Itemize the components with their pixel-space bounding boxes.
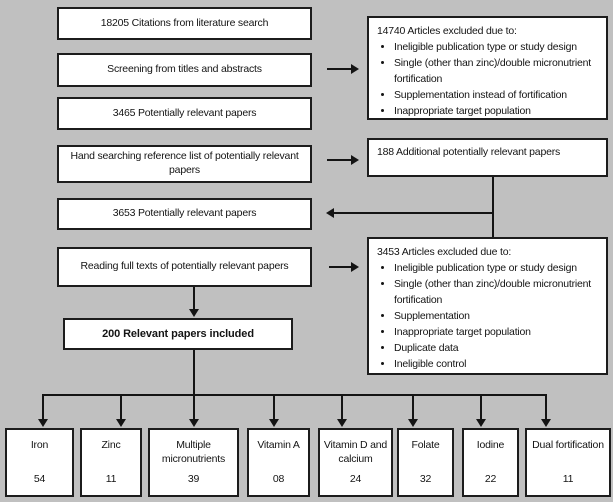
exclusion-first-title: 14740 Articles excluded due to: bbox=[377, 25, 517, 37]
category-box-zinc: Zinc 11 bbox=[80, 428, 142, 497]
exclusion-item: Single (other than zinc)/double micronut… bbox=[394, 276, 602, 308]
category-label: Iron bbox=[30, 439, 49, 451]
category-label: Vitamin A bbox=[257, 439, 300, 451]
step-label-full-text: Reading full texts of potentially releva… bbox=[80, 260, 289, 273]
category-label: Iodine bbox=[476, 439, 505, 451]
arrow-fulltext-to-included-head bbox=[189, 309, 199, 317]
category-box-folate: Folate 32 bbox=[397, 428, 454, 497]
step-label-hand-search: Hand searching reference list of potenti… bbox=[70, 150, 299, 176]
arrow-to-vitamin-d-head bbox=[337, 419, 347, 427]
category-count: 22 bbox=[484, 472, 497, 485]
category-count: 11 bbox=[562, 472, 574, 485]
category-count: 32 bbox=[419, 472, 432, 485]
connector-additional-down-line bbox=[492, 177, 494, 237]
arrow-to-iodine-head bbox=[476, 419, 486, 427]
arrow-screening-to-excluded-head bbox=[351, 64, 359, 74]
step-label-citations: 18205 Citations from literature search bbox=[100, 16, 269, 29]
exclusion-item: Inappropriate target population bbox=[394, 103, 602, 119]
exclusion-second-title: 3453 Articles excluded due to: bbox=[377, 246, 512, 258]
category-label: Dual fortification bbox=[532, 439, 604, 451]
exclusion-item: Ineligible control bbox=[394, 356, 602, 372]
exclusion-panel-first: 14740 Articles excluded due to: Ineligib… bbox=[367, 16, 608, 120]
exclusion-panel-second: 3453 Articles excluded due to: Ineligibl… bbox=[367, 237, 608, 375]
category-count: 39 bbox=[187, 472, 200, 485]
distribution-rail-line bbox=[42, 394, 547, 396]
arrow-fulltext-to-included-line bbox=[193, 287, 195, 310]
category-count: 24 bbox=[349, 472, 362, 485]
exclusion-item: Ineligible publication type or study des… bbox=[394, 260, 602, 276]
arrow-to-multiple-line bbox=[193, 394, 195, 421]
arrow-to-iodine-line bbox=[480, 394, 482, 421]
step-box-relevant-initial: 3465 Potentially relevant papers bbox=[57, 97, 312, 130]
step-box-screening: Screening from titles and abstracts bbox=[57, 53, 312, 87]
category-box-dual-fortification: Dual fortification 11 bbox=[525, 428, 611, 497]
arrow-to-vitamin-a-head bbox=[269, 419, 279, 427]
arrow-to-vitamin-a-line bbox=[273, 394, 275, 421]
category-box-vitamin-a: Vitamin A 08 bbox=[247, 428, 310, 497]
step-label-relevant-merged: 3653 Potentially relevant papers bbox=[112, 207, 257, 220]
arrow-handsearch-to-additional-head bbox=[351, 155, 359, 165]
category-count: 08 bbox=[272, 472, 285, 485]
arrow-to-dual-head bbox=[541, 419, 551, 427]
arrow-to-multiple-head bbox=[189, 419, 199, 427]
arrow-to-zinc-head bbox=[116, 419, 126, 427]
arrow-to-folate-line bbox=[412, 394, 414, 421]
category-count: 11 bbox=[105, 472, 117, 485]
exclusion-item: Supplementation instead of fortification bbox=[394, 87, 602, 103]
arrow-fulltext-to-excluded-head bbox=[351, 262, 359, 272]
exclusion-item: Ineligible publication type or study des… bbox=[394, 39, 602, 55]
arrow-additional-to-merged-line bbox=[334, 212, 494, 214]
category-label: Folate bbox=[411, 439, 440, 451]
step-box-citations: 18205 Citations from literature search bbox=[57, 7, 312, 40]
arrow-to-zinc-line bbox=[120, 394, 122, 421]
arrow-fulltext-to-excluded-line bbox=[329, 266, 352, 268]
arrow-handsearch-to-additional-line bbox=[327, 159, 352, 161]
step-box-hand-search: Hand searching reference list of potenti… bbox=[57, 145, 312, 183]
arrow-to-iron-line bbox=[42, 394, 44, 421]
category-box-vitamin-d-calcium: Vitamin D and calcium 24 bbox=[318, 428, 393, 497]
category-box-iron: Iron 54 bbox=[5, 428, 74, 497]
category-box-multiple-micronutrients: Multiple micronutrients 39 bbox=[148, 428, 239, 497]
additional-papers-label: 188 Additional potentially relevant pape… bbox=[377, 146, 561, 158]
additional-papers-box: 188 Additional potentially relevant pape… bbox=[367, 138, 608, 177]
connector-included-trunk-line bbox=[193, 350, 195, 395]
category-box-iodine: Iodine 22 bbox=[462, 428, 519, 497]
exclusion-item: Supplementation bbox=[394, 308, 602, 324]
step-label-included: 200 Relevant papers included bbox=[102, 327, 254, 340]
exclusion-second-list: Ineligible publication type or study des… bbox=[377, 260, 602, 372]
category-label: Zinc bbox=[101, 439, 121, 451]
arrow-to-dual-line bbox=[545, 394, 547, 421]
category-label: Vitamin D and calcium bbox=[323, 439, 388, 466]
step-box-full-text: Reading full texts of potentially releva… bbox=[57, 247, 312, 287]
category-count: 54 bbox=[33, 472, 46, 485]
arrow-to-iron-head bbox=[38, 419, 48, 427]
step-label-relevant-initial: 3465 Potentially relevant papers bbox=[112, 106, 257, 119]
category-label: Multiple micronutrients bbox=[161, 439, 226, 466]
exclusion-item: Duplicate data bbox=[394, 340, 602, 356]
arrow-screening-to-excluded-line bbox=[327, 68, 352, 70]
arrow-additional-to-merged-head bbox=[326, 208, 334, 218]
step-label-screening: Screening from titles and abstracts bbox=[107, 63, 262, 76]
exclusion-first-list: Ineligible publication type or study des… bbox=[377, 39, 602, 119]
step-box-included: 200 Relevant papers included bbox=[63, 318, 293, 350]
exclusion-item: Single (other than zinc)/double micronut… bbox=[394, 55, 602, 87]
arrow-to-folate-head bbox=[408, 419, 418, 427]
arrow-to-vitamin-d-line bbox=[341, 394, 343, 421]
step-box-relevant-merged: 3653 Potentially relevant papers bbox=[57, 198, 312, 230]
exclusion-item: Inappropriate target population bbox=[394, 324, 602, 340]
